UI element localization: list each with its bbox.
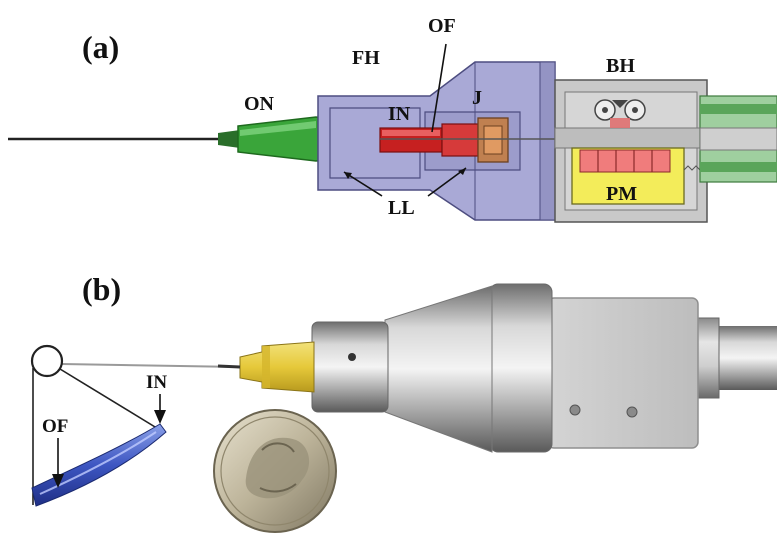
label-ll: LL: [388, 197, 415, 219]
label-in: IN: [388, 103, 411, 125]
panel-b-photo: [30, 283, 777, 533]
inset-label-in: IN: [146, 372, 167, 393]
ll-leader-right: [427, 167, 467, 197]
of-leader-line: [431, 43, 447, 133]
label-of: OF: [428, 15, 456, 37]
label-fh: FH: [352, 47, 380, 69]
label-pm: PM: [606, 183, 637, 205]
label-j: J: [472, 87, 482, 109]
cable-bundle: [699, 95, 777, 183]
inset-label-of: OF: [42, 416, 68, 437]
yellow-needle-hub: [239, 341, 315, 393]
panel-a-schematic: [8, 43, 777, 223]
label-on: ON: [244, 93, 275, 115]
front-cylinder: [489, 283, 553, 453]
panel-a-label: (a): [82, 29, 119, 65]
rear-box: [547, 297, 699, 449]
inner-needle-in: [379, 123, 479, 157]
panel-b-label: (b): [82, 271, 121, 307]
cone-section: [384, 285, 493, 453]
magnifier-circle: [30, 344, 64, 378]
nose-cylinder: [311, 321, 389, 413]
needle: [61, 363, 241, 368]
piezo-motor-pm: [571, 147, 701, 205]
ll-leader-left: [343, 171, 383, 197]
label-bh: BH: [606, 55, 635, 77]
coin: [213, 409, 337, 533]
junction-j: [477, 117, 509, 163]
